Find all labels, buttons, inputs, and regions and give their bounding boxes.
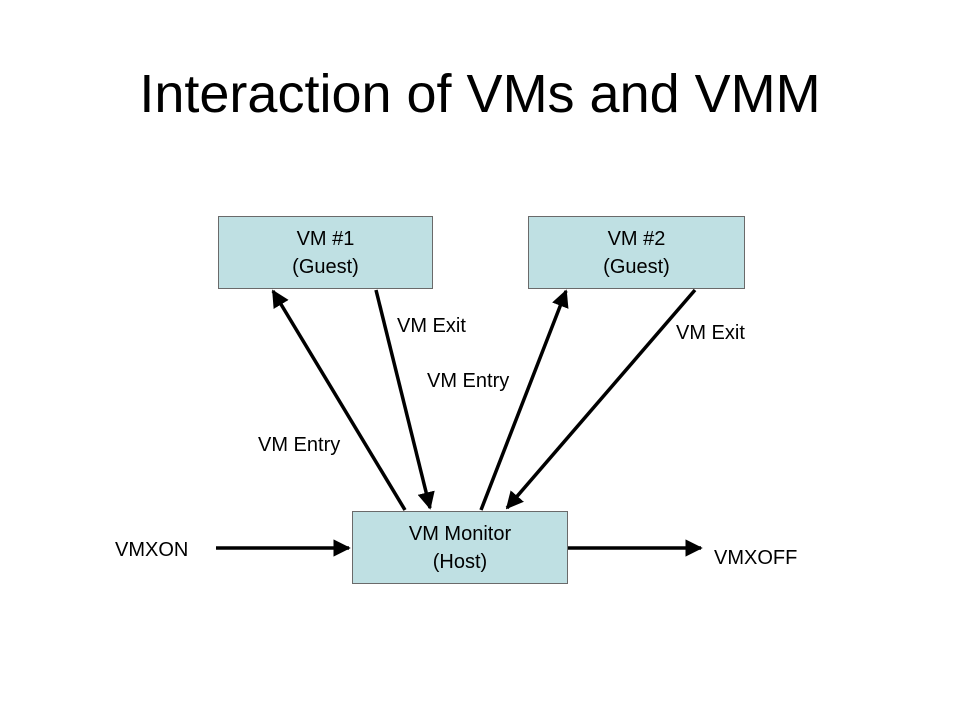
vm1-role: (Guest) (292, 255, 359, 278)
vm1-exit-arrow (374, 289, 435, 510)
monitor-name: VM Monitor (408, 522, 512, 545)
vm2-name: VM #2 (607, 227, 666, 250)
vm1-entry-arrow (271, 289, 407, 511)
page-title: Interaction of VMs and VMM (139, 64, 821, 124)
vm2-exit-label: VM Exit (676, 322, 745, 344)
monitor-role: (Host) (432, 550, 488, 573)
vm2-guest-box: VM #2 (Guest) (528, 216, 745, 289)
vm1-name: VM #1 (296, 227, 355, 250)
vm1-exit-label: VM Exit (397, 315, 466, 337)
vm2-role: (Guest) (603, 255, 670, 278)
vm2-exit-arrow (505, 288, 697, 510)
vm2-entry-arrow (479, 289, 569, 511)
vmxoff-label: VMXOFF (714, 547, 798, 569)
vm1-entry-label: VM Entry (258, 434, 341, 456)
vm-monitor-host-box: VM Monitor (Host) (352, 511, 568, 584)
vmxon-label: VMXON (115, 539, 189, 561)
vm2-entry-label: VM Entry (427, 370, 510, 392)
vm1-guest-box: VM #1 (Guest) (218, 216, 433, 289)
